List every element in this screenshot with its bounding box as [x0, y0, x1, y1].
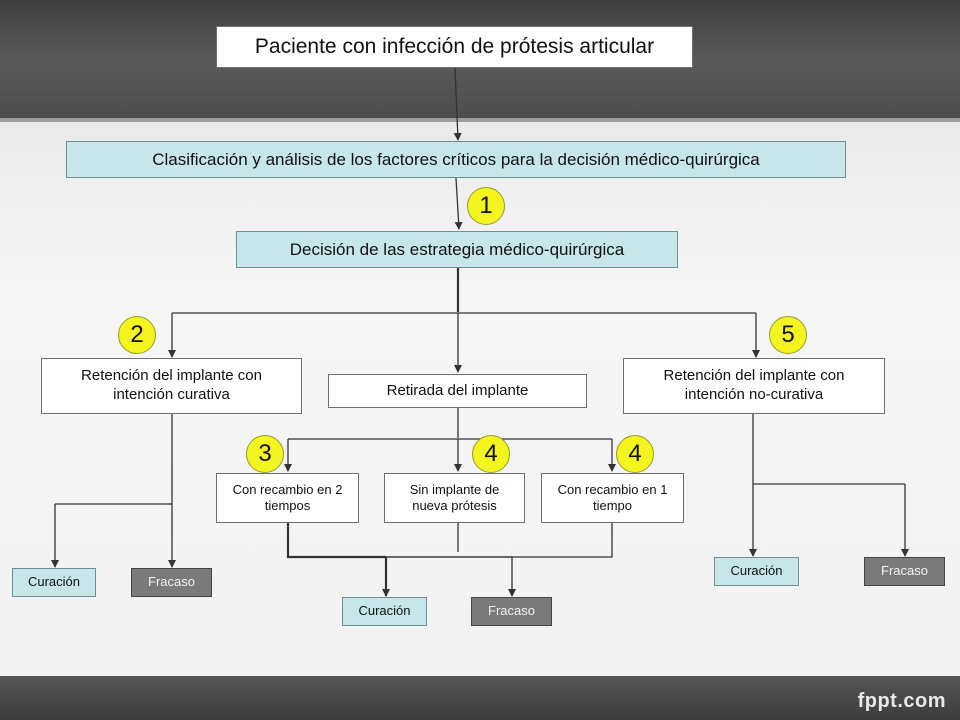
root-node: Paciente con infección de prótesis artic… [216, 26, 693, 68]
classification-node: Clasificación y análisis de los factores… [66, 141, 846, 178]
step-badge-1: 1 [467, 187, 505, 225]
background-frame-bottom [0, 676, 960, 720]
sub-two-stage-node: Con recambio en 2 tiempos [216, 473, 359, 523]
panel-edge-top [0, 118, 960, 122]
line-two-stage-down [286, 523, 386, 559]
step-badge-5: 5 [769, 316, 807, 354]
middle-failure-node: Fracaso [471, 597, 552, 626]
branch-left-node: Retención del implante con intención cur… [41, 358, 302, 414]
step-badge-3: 3 [246, 435, 284, 473]
left-failure-node: Fracaso [131, 568, 212, 597]
watermark-logo: fppt.com [857, 690, 946, 712]
branch-middle-node: Retirada del implante [328, 374, 587, 408]
decision-node: Decisión de las estrategia médico-quirúr… [236, 231, 678, 268]
branch-right-node: Retención del implante con intención no-… [623, 358, 885, 414]
step-badge-2: 2 [118, 316, 156, 354]
arrow-root-to-classification [453, 67, 462, 141]
line-one-stage-down [386, 523, 613, 558]
middle-cure-node: Curación [342, 597, 427, 626]
arrow-classification-to-decision [454, 177, 463, 230]
step-badge-4a: 4 [472, 435, 510, 473]
right-failure-node: Fracaso [864, 557, 945, 586]
sub-one-stage-node: Con recambio en 1 tiempo [541, 473, 684, 523]
step-badge-4b: 4 [616, 435, 654, 473]
sub-no-implant-node: Sin implante de nueva prótesis [384, 473, 525, 523]
left-cure-node: Curación [12, 568, 96, 597]
right-cure-node: Curación [714, 557, 799, 586]
